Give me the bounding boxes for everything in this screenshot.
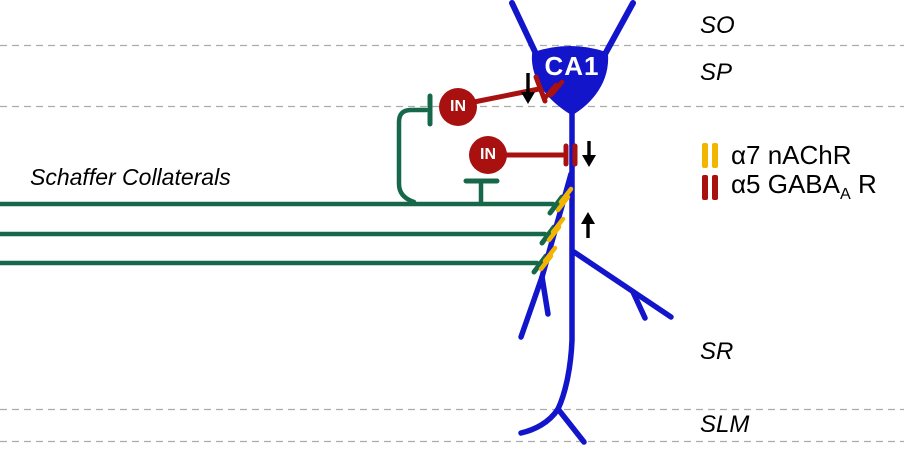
up-arrow-sr-head	[581, 212, 595, 224]
layer-label-slm: SLM	[700, 411, 750, 438]
axon-branch-right-slm	[555, 406, 587, 445]
layer-label-so: SO	[700, 12, 735, 39]
axon-branch-left-slm	[518, 406, 561, 436]
interneuron-1-soma	[439, 88, 477, 126]
interneuron-2-label: IN	[480, 146, 496, 163]
legend-row-a5: α5 GABAA R	[702, 169, 877, 204]
receptor-legend: α7 nAChR α5 GABAA R	[702, 139, 877, 204]
down-arrow-dendrite-head	[582, 155, 596, 167]
down-arrow-soma-head	[521, 92, 535, 104]
a7-nachr-marker-1a	[555, 194, 571, 213]
oblique-dendrite-branch-left	[518, 274, 545, 340]
a7-nachr-marker-3b	[542, 245, 558, 264]
oblique-dendrite-branch-right	[539, 274, 551, 317]
a5-gabaa-marker-soma-a	[542, 82, 559, 101]
basal-dendrite-right	[601, 0, 636, 59]
a7-nachr-marker-2b	[550, 216, 566, 235]
schaffer-collaterals-label: Schaffer Collaterals	[30, 164, 231, 190]
layer-label-sr: SR	[700, 338, 734, 365]
a5-gabaa-legend-icon	[702, 174, 722, 200]
interneuron-2-soma	[469, 136, 507, 174]
a7-nachr-legend-icon	[702, 142, 722, 168]
a7-nachr-marker-1b	[558, 186, 574, 205]
apical-dendrite-trunk	[555, 109, 575, 412]
interneuron-1-label: IN	[450, 98, 466, 115]
collateral-branch-to-interneuron-1	[396, 107, 429, 205]
a5-gabaa-marker-soma-b	[548, 79, 565, 98]
a5-gabaa-legend-label: α5 GABAA R	[731, 169, 877, 204]
basal-dendrite-left	[509, 0, 540, 59]
ca1-soma-label: CA1	[544, 51, 600, 81]
layer-label-sp: SP	[700, 59, 733, 86]
legend-row-a7: α7 nAChR	[702, 139, 877, 171]
a7-nachr-legend-label: α7 nAChR	[731, 139, 852, 170]
right-dendrite-branch	[571, 249, 674, 320]
right-dendrite-spur	[630, 289, 648, 321]
